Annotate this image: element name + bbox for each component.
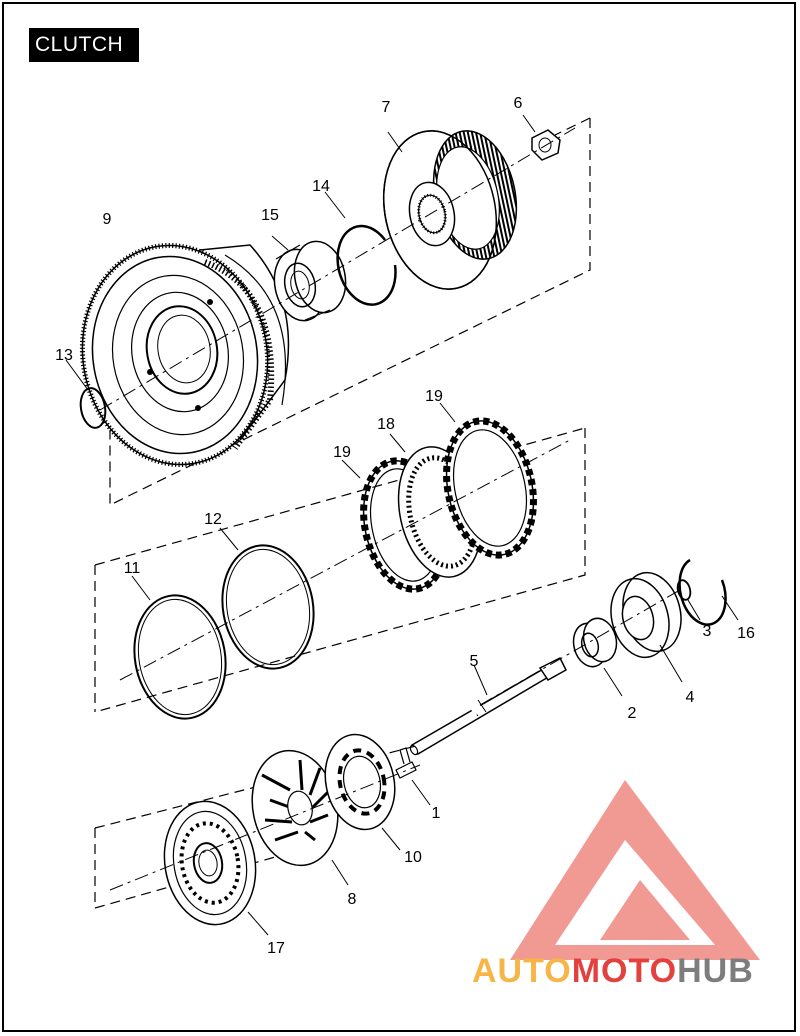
- page-title: CLUTCH: [29, 28, 139, 62]
- callout-label-6: 6: [514, 95, 523, 112]
- middle-centerline: [119, 439, 571, 681]
- callout-label-3: 3: [703, 623, 712, 640]
- automotohub-logo-mark: [510, 780, 760, 960]
- watermark-part-moto: MOTO: [571, 952, 678, 990]
- part-5-pushrod: [409, 656, 567, 756]
- part-6-nut: [522, 114, 561, 161]
- callout-label-8: 8: [348, 891, 357, 908]
- part-7-clutch-hub: [382, 130, 518, 290]
- callout-label-7: 7: [382, 99, 391, 116]
- callout-label-18: 18: [377, 416, 395, 433]
- part-14-snap-ring: [324, 191, 397, 306]
- part-13-retaining-ring: [65, 359, 107, 429]
- upper-centerline: [99, 127, 576, 411]
- callout-label-10: 10: [404, 849, 422, 866]
- part-12-o-ring: [219, 527, 315, 670]
- upper-assembly-outline: [109, 117, 591, 506]
- callout-label-1: 1: [432, 805, 441, 822]
- watermark-text: AUTOMOTOHUB: [472, 952, 754, 991]
- callout-label-2: 2: [628, 705, 637, 722]
- lower-centerline: [109, 764, 421, 891]
- callout-label-15: 15: [261, 207, 279, 224]
- callout-label-11: 11: [124, 560, 141, 577]
- part-17-pressure-plate: [163, 800, 269, 936]
- callout-label-5: 5: [470, 653, 479, 670]
- part-8-diaphragm-spring: [251, 749, 349, 886]
- callout-label-19-front: 19: [333, 444, 351, 461]
- part-2-bearing: [572, 617, 623, 697]
- callout-label-17: 17: [267, 940, 285, 957]
- callout-label-16: 16: [737, 625, 755, 642]
- callout-label-12: 12: [204, 511, 222, 528]
- part-9-clutch-shell: [79, 242, 290, 468]
- part-15-bearing: [271, 235, 347, 322]
- part-1-screw: [395, 747, 431, 806]
- pushrod-centerline: [479, 589, 681, 706]
- part-19-friction-plate-rear: [439, 402, 537, 559]
- part-10-spring-seat: [324, 733, 401, 851]
- part-16-snap-ring: [678, 558, 739, 626]
- callout-label-13: 13: [55, 347, 73, 364]
- watermark-part-hub: HUB: [677, 952, 754, 990]
- watermark-part-auto: AUTO: [472, 952, 572, 990]
- callout-label-9: 9: [103, 211, 112, 228]
- part-11-o-ring: [131, 575, 227, 720]
- callout-label-4: 4: [686, 689, 695, 706]
- callout-label-14: 14: [312, 178, 330, 195]
- part-4-release-plate: [610, 571, 683, 683]
- callout-label-19-rear: 19: [425, 388, 443, 405]
